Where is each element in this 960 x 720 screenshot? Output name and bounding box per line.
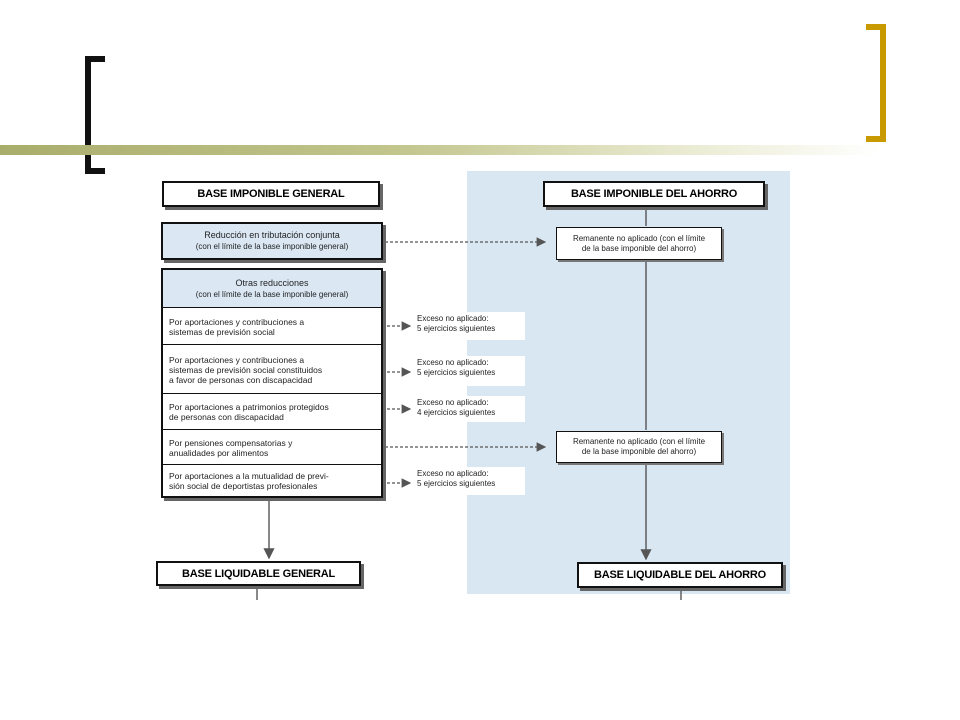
reduction-row-1-line2: sistemas de previsión social [169, 326, 275, 337]
excess-note-2-line2: 5 ejercicios siguientes [417, 368, 496, 377]
base-liquidable-general-box: BASE LIQUIDABLE GENERAL [156, 561, 361, 586]
remainder-box-2-line1: Remanente no aplicado (con el límite [572, 437, 706, 446]
excess-note-3-line2: 4 ejercicios siguientes [417, 408, 496, 417]
reduction-row-4-line2: anualidades por alimentos [169, 447, 269, 458]
reduction-row-1-line1: Por aportaciones y contribuciones a [169, 316, 305, 327]
remainder-box-2: Remanente no aplicado (con el límite de … [556, 431, 722, 463]
reduction-row-2-line1: Por aportaciones y contribuciones a [169, 354, 305, 365]
reduction-row-5-line2: sión social de deportistas profesionales [169, 480, 318, 491]
base-imponible-ahorro-box: BASE IMPONIBLE DEL AHORRO [543, 181, 765, 207]
excess-note-3: Exceso no aplicado: 4 ejercicios siguien… [413, 396, 525, 422]
left-bracket-decoration [85, 56, 105, 174]
base-imponible-general-box: BASE IMPONIBLE GENERAL [162, 181, 380, 207]
excess-note-3-line1: Exceso no aplicado: [417, 398, 489, 407]
remainder-box-2-line2: de la base imponible del ahorro) [581, 447, 697, 456]
joint-reduction-box: Reducción en tributación conjunta (con e… [161, 222, 383, 260]
base-liquidable-ahorro-box: BASE LIQUIDABLE DEL AHORRO [577, 562, 783, 588]
excess-note-4: Exceso no aplicado: 5 ejercicios siguien… [413, 467, 525, 495]
reduction-row-3-line2: de personas con discapacidad [169, 412, 284, 422]
base-liquidable-ahorro-label: BASE LIQUIDABLE DEL AHORRO [593, 569, 767, 581]
reduction-row-2-line3: a favor de personas con discapacidad [169, 374, 313, 385]
right-bracket-decoration [866, 24, 886, 142]
reduction-row-2: Por aportaciones y contribuciones a sist… [163, 344, 381, 394]
reduction-row-3-line1: Por aportaciones a patrimonios protegido… [169, 402, 329, 412]
other-reductions-header: Otras reducciones (con el límite de la b… [163, 270, 381, 308]
reduction-row-1: Por aportaciones y contribuciones a sist… [163, 308, 381, 345]
remainder-box-1-line2: de la base imponible del ahorro) [581, 243, 697, 253]
excess-note-4-line2: 5 ejercicios siguientes [417, 479, 496, 488]
joint-reduction-line2: (con el límite de la base imponible gene… [195, 242, 349, 251]
remainder-box-1-line1: Remanente no aplicado (con el límite [572, 233, 706, 243]
other-reductions-box: Otras reducciones (con el límite de la b… [161, 268, 383, 498]
reduction-row-2-line2: sistemas de previsión social constituido… [169, 364, 323, 375]
excess-note-1: Exceso no aplicado: 5 ejercicios siguien… [413, 312, 525, 340]
excess-note-1-line1: Exceso no aplicado: [417, 314, 489, 323]
excess-note-2-line1: Exceso no aplicado: [417, 358, 489, 367]
base-liquidable-general-label: BASE LIQUIDABLE GENERAL [181, 567, 336, 580]
reduction-row-3: Por aportaciones a patrimonios protegido… [163, 393, 381, 430]
base-imponible-ahorro-label: BASE IMPONIBLE DEL AHORRO [570, 188, 738, 200]
other-reductions-title: Otras reducciones [235, 277, 309, 288]
excess-note-2: Exceso no aplicado: 5 ejercicios siguien… [413, 356, 525, 386]
other-reductions-subtitle: (con el límite de la base imponible gene… [195, 289, 349, 299]
excess-note-4-line1: Exceso no aplicado: [417, 469, 489, 478]
reduction-row-5-line1: Por aportaciones a la mutualidad de prev… [169, 470, 329, 481]
excess-note-1-line2: 5 ejercicios siguientes [417, 324, 496, 333]
reduction-row-4-line1: Por pensiones compensatorias y [169, 437, 293, 448]
base-imponible-general-label: BASE IMPONIBLE GENERAL [197, 188, 345, 200]
title-underline-bar [0, 145, 880, 155]
reduction-row-4: Por pensiones compensatorias y anualidad… [163, 429, 381, 465]
joint-reduction-line1: Reducción en tributación conjunta [204, 230, 340, 240]
reduction-row-5: Por aportaciones a la mutualidad de prev… [163, 464, 381, 496]
remainder-box-1: Remanente no aplicado (con el límite de … [556, 227, 722, 260]
